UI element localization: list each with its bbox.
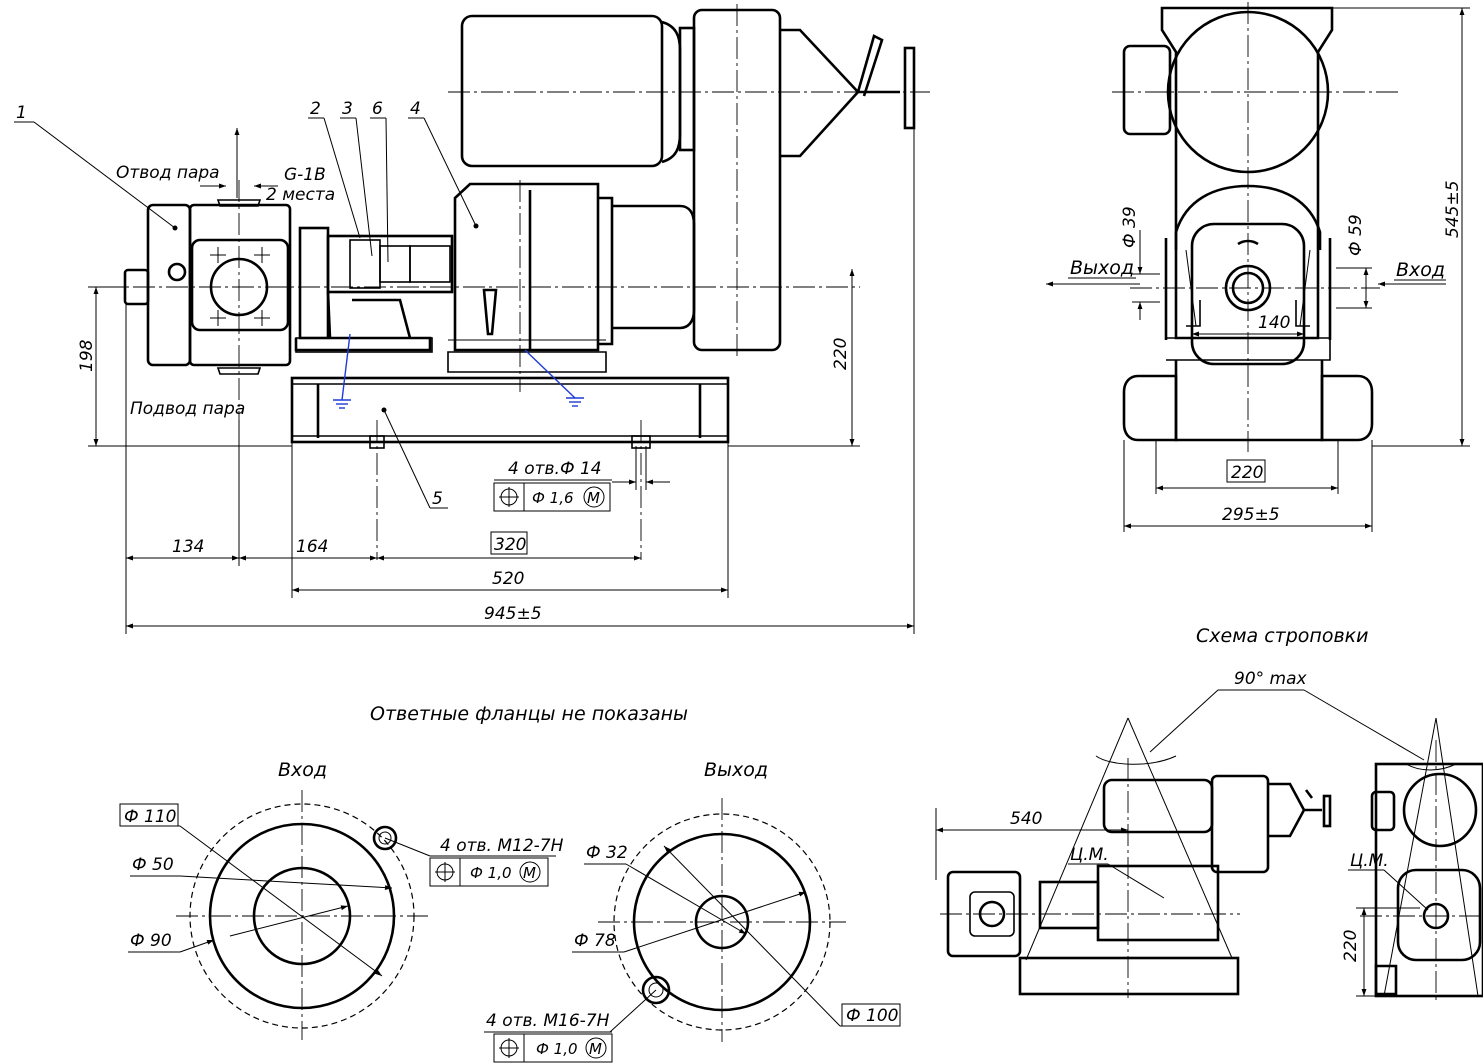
- dim-320: 320: [494, 535, 526, 555]
- sling-scheme: Схема строповки 90° max Ц.М. 540: [935, 625, 1483, 1000]
- callout-2: 2: [310, 99, 321, 119]
- places-label: 2 места: [266, 185, 335, 205]
- cg-label-left: Ц.М.: [1070, 845, 1109, 865]
- dim-d100: Ф 100: [846, 1006, 899, 1026]
- coupling: [294, 226, 454, 353]
- inlet-flange: Вход Ф 110 Ф 50 Ф 90 4 отв. М12-7Н Ф 1,0…: [119, 759, 564, 1040]
- steam-labels: Отвод пара Подвод пара G-1B 2 места: [116, 128, 335, 419]
- flanges-note: Ответные фланцы не показаны: [370, 703, 688, 725]
- callout-6: 6: [372, 99, 383, 119]
- base-m-symbol: M: [587, 489, 600, 507]
- inlet-holes-label: 4 отв. М12-7Н: [440, 836, 564, 856]
- dim-220-side: 220: [1231, 463, 1263, 483]
- reducer: [447, 180, 696, 392]
- outlet-label: Выход: [1070, 257, 1134, 279]
- dim-220-main: 220: [831, 338, 851, 370]
- dim-d110: Ф 110: [124, 807, 177, 827]
- dim-134: 134: [172, 537, 204, 557]
- cg-label-right: Ц.М.: [1350, 851, 1389, 871]
- front-dimensions: 198 220 134 164 320 520 945±5 4 отв: [77, 50, 915, 634]
- outlet-tolerance: Ф 1,0: [536, 1040, 578, 1058]
- dim-545: 545±5: [1443, 180, 1463, 238]
- inlet-tolerance: Ф 1,0: [470, 864, 512, 882]
- inlet-m-symbol: M: [523, 864, 536, 882]
- dim-220-sling: 220: [1341, 930, 1361, 962]
- outlet-holes-label: 4 отв. М16-7Н: [486, 1011, 610, 1031]
- inlet-flange-title: Вход: [278, 759, 327, 781]
- dim-d50: Ф 50: [132, 855, 174, 875]
- steam-out-label: Отвод пара: [116, 163, 220, 183]
- callout-5: 5: [432, 489, 443, 509]
- outlet-m-symbol: M: [589, 1040, 602, 1058]
- dim-d39: Ф 39: [1120, 206, 1140, 248]
- dim-198: 198: [77, 339, 97, 372]
- dim-540: 540: [1010, 809, 1042, 829]
- ground-symbols: [333, 333, 584, 409]
- outlet-flange: Выход Ф 32 Ф 78 Ф 100 4 отв. М16-7Н Ф 1,…: [484, 759, 901, 1063]
- outlet-flange-title: Выход: [704, 759, 768, 781]
- pump: [100, 180, 860, 420]
- inlet-label: Вход: [1396, 259, 1445, 281]
- dim-945: 945±5: [484, 604, 542, 624]
- callout-4: 4: [410, 99, 421, 119]
- callouts: 1 2 3 6 4 5: [14, 99, 479, 509]
- dim-d59: Ф 59: [1346, 214, 1366, 256]
- dim-520: 520: [492, 569, 524, 589]
- callout-3: 3: [342, 99, 353, 119]
- dim-d90: Ф 90: [130, 931, 172, 951]
- steam-in-label: Подвод пара: [130, 399, 245, 419]
- base-holes-label: 4 отв.Ф 14: [508, 459, 602, 479]
- side-view: 545±5 Ф 39 Ф 59 Выход Вход 140 220 295±5: [1046, 2, 1470, 532]
- thread-label: G-1B: [284, 165, 326, 185]
- angle-label: 90° max: [1234, 669, 1308, 689]
- dim-d32: Ф 32: [586, 843, 628, 863]
- callout-1: 1: [16, 103, 27, 123]
- dim-140: 140: [1258, 313, 1290, 333]
- dim-d78: Ф 78: [574, 931, 616, 951]
- base-tolerance: Ф 1,6: [532, 489, 574, 507]
- base-frame: [290, 376, 730, 560]
- sling-title: Схема строповки: [1196, 625, 1368, 647]
- dim-295: 295±5: [1222, 505, 1280, 525]
- motor: [448, 4, 930, 358]
- dim-164: 164: [296, 537, 328, 557]
- front-view: 1 2 3 6 4 5 Отвод пара Подвод пара G-1: [14, 4, 930, 634]
